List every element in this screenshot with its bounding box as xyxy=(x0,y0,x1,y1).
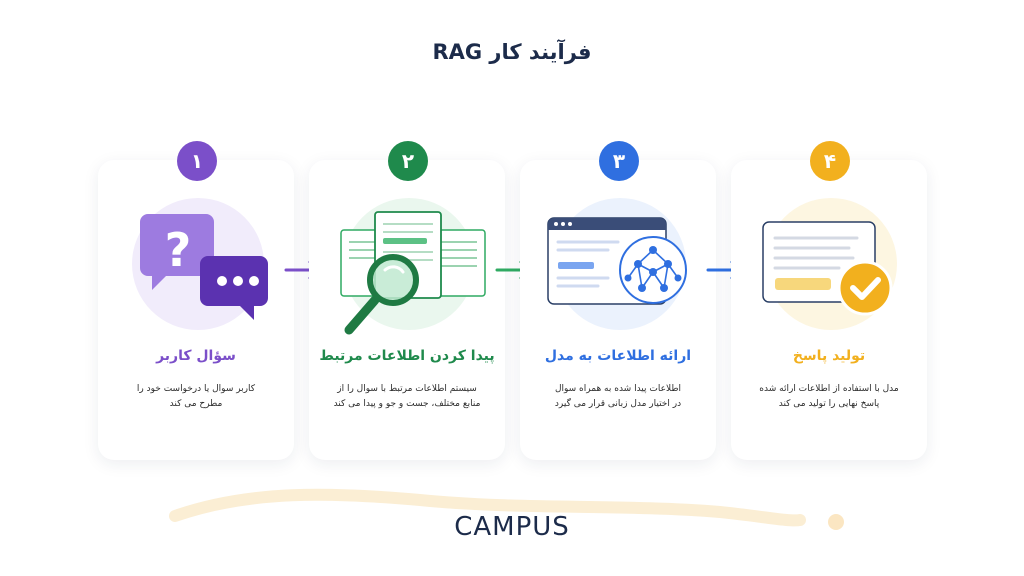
step-1-card: ? سؤال کاربر کاربر سوال یا درخواست خود ر… xyxy=(98,160,294,460)
step-1-title: سؤال کاربر xyxy=(156,348,236,364)
step-2-desc-line-1: سیستم اطلاعات مرتبط با سوال را از xyxy=(337,384,477,394)
step-3-card: ارائه اطلاعات به مدل اطلاعات پیدا شده به… xyxy=(520,160,716,460)
step-1-number-badge: ۱ xyxy=(177,141,217,181)
question-chat-icon: ? xyxy=(132,198,268,330)
document-check-icon xyxy=(762,198,897,330)
step-4-desc-line-2: پاسخ نهایی را تولید می کند xyxy=(778,399,880,409)
step-3-title: ارائه اطلاعات به مدل xyxy=(544,348,692,364)
step-1-desc-line-1: کاربر سوال یا درخواست خود را xyxy=(136,384,256,394)
step-3-number: ۳ xyxy=(612,149,626,173)
page-title: فرآیند کار RAG xyxy=(432,40,592,64)
logo-text: CAMPUS xyxy=(454,512,570,542)
step-1-desc-line-2: مطرح می کند xyxy=(169,399,223,409)
step-2-title: پیدا کردن اطلاعات مرتبط xyxy=(319,348,495,364)
step-1-description: کاربر سوال یا درخواست خود را مطرح می کند xyxy=(116,382,276,412)
step-3-desc-line-1: اطلاعات پیدا شده به همراه سوال xyxy=(554,384,682,394)
decorative-wave xyxy=(169,488,844,530)
step-3-number-badge: ۳ xyxy=(599,141,639,181)
step-1-number: ۱ xyxy=(190,149,204,173)
step-4-desc-line-1: مدل با استفاده از اطلاعات ارائه شده xyxy=(759,384,899,394)
step-2-desc-line-2: منابع مختلف، جست و جو و پیدا می کند xyxy=(333,399,481,409)
step-2-card: پیدا کردن اطلاعات مرتبط سیستم اطلاعات مر… xyxy=(309,160,505,460)
step-4-title: تولید پاسخ xyxy=(792,348,866,364)
step-4-description: مدل با استفاده از اطلاعات ارائه شده پاسخ… xyxy=(749,382,909,412)
step-4-card: تولید پاسخ مدل با استفاده از اطلاعات ارا… xyxy=(731,160,927,460)
document-search-icon xyxy=(340,198,486,335)
step-2-number-badge: ۲ xyxy=(388,141,428,181)
step-2-number: ۲ xyxy=(401,149,415,173)
svg-text:?: ? xyxy=(165,223,192,277)
step-2-description: سیستم اطلاعات مرتبط با سوال را از منابع … xyxy=(327,382,487,412)
campus-logo: CAMPUS xyxy=(0,512,1024,542)
step-3-description: اطلاعات پیدا شده به همراه سوال در اختیار… xyxy=(538,382,698,412)
step-4-number: ۴ xyxy=(823,149,837,173)
step-4-number-badge: ۴ xyxy=(810,141,850,181)
browser-neural-network-icon xyxy=(547,198,687,330)
step-3-desc-line-2: در اختیار مدل زبانی قرار می گیرد xyxy=(554,399,682,409)
